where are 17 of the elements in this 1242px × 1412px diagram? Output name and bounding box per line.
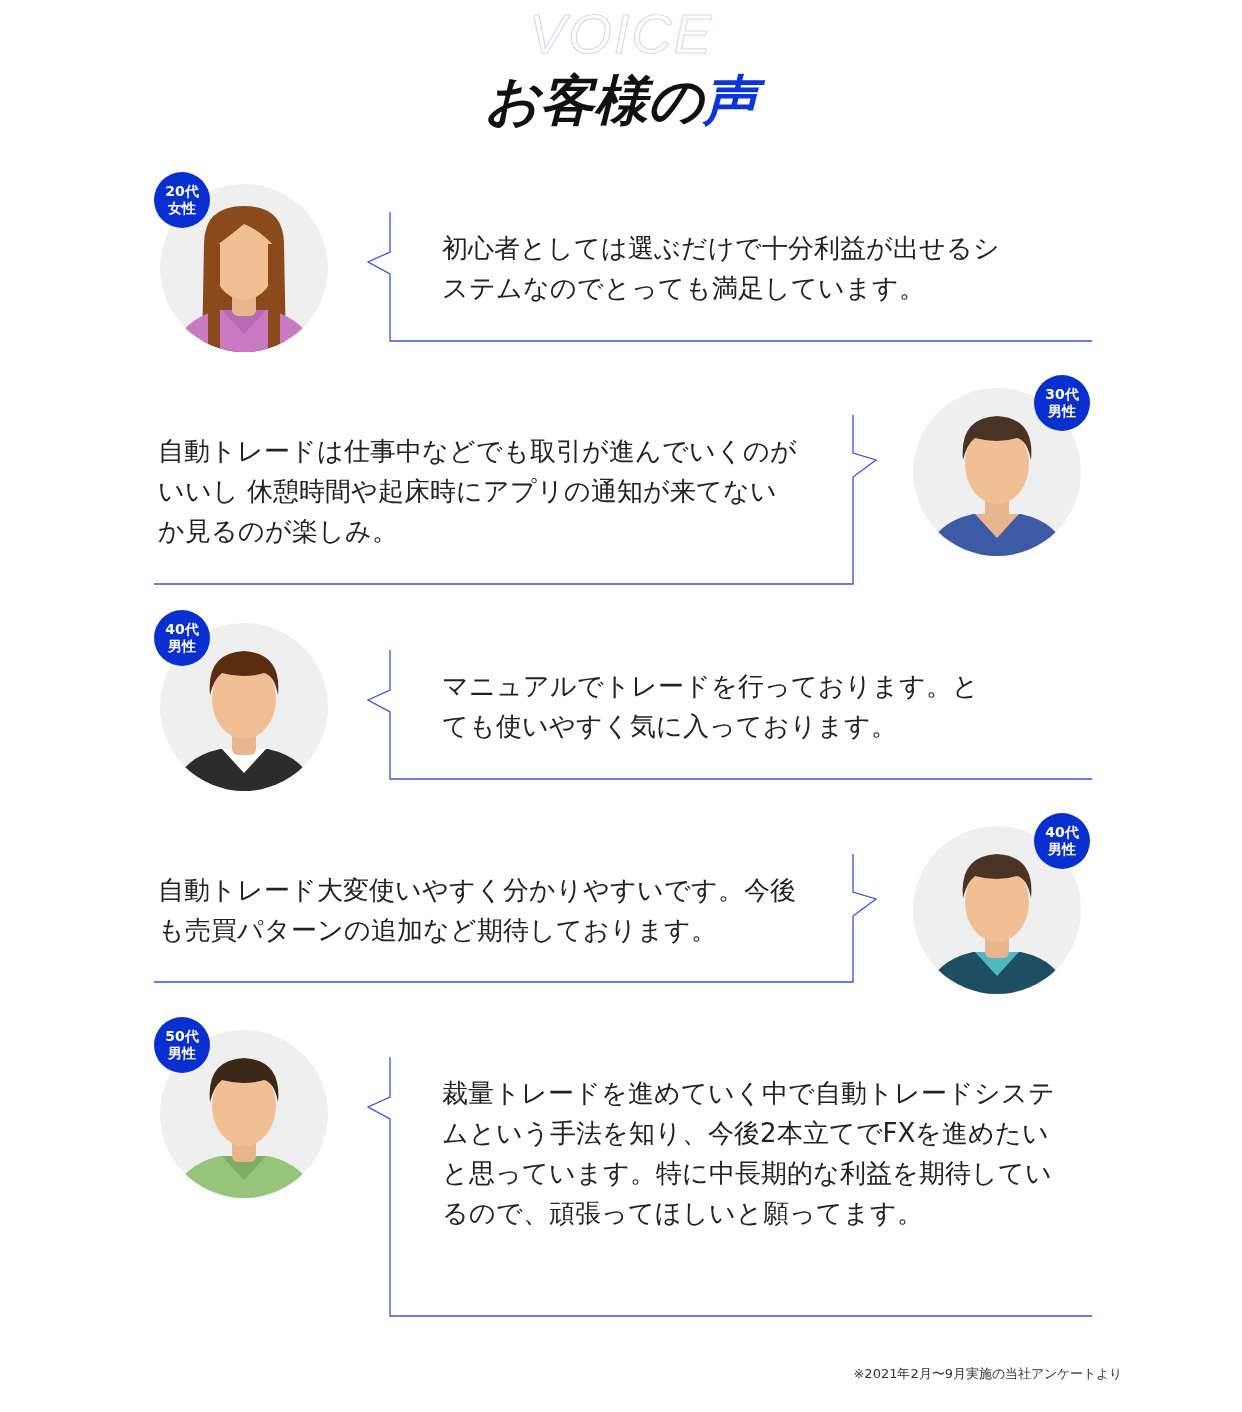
- speech-bubble: [366, 1057, 1092, 1317]
- speech-bubble: [366, 650, 1092, 780]
- testimonial-text: 自動トレード大変使いやすく分かりやすいです。今後も売買パターンの追加など期待しております。: [158, 874, 797, 947]
- testimonial-text: 裁量トレードを進めていく中で自動トレードシステムという手法を知り、今後2本立てでFXを進めたいと思っています。特に中長期的な利益を期待しているので、頑張ってほしいと願ってます。: [442, 1077, 1056, 1230]
- age-badge: 50代 男性: [154, 1017, 210, 1073]
- age-badge: 30代 男性: [1034, 375, 1090, 431]
- testimonial-text: 自動トレードは仕事中などでも取引が進んでいくのがいいし 休憩時間や起床時にアプリの通知が来てないか見るのが楽しみ。: [158, 435, 798, 548]
- age-badge: 40代 男性: [154, 610, 210, 666]
- age-badge: 40代 男性: [1034, 813, 1090, 869]
- testimonial-text: 初心者としては選ぶだけで十分利益が出せるシステムなのでとっても満足しています。: [442, 232, 1001, 305]
- testimonial-text: マニュアルでトレードを行っております。とても使いやすく気に入っております。: [442, 670, 980, 743]
- speech-bubble: [154, 415, 879, 585]
- age-badge: 20代 女性: [154, 172, 210, 228]
- speech-bubble: [154, 854, 879, 983]
- page-title: お客様の声: [0, 66, 1242, 136]
- footnote: ※2021年2月〜9月実施の当社アンケートより: [853, 1365, 1122, 1383]
- speech-bubble: [366, 212, 1092, 342]
